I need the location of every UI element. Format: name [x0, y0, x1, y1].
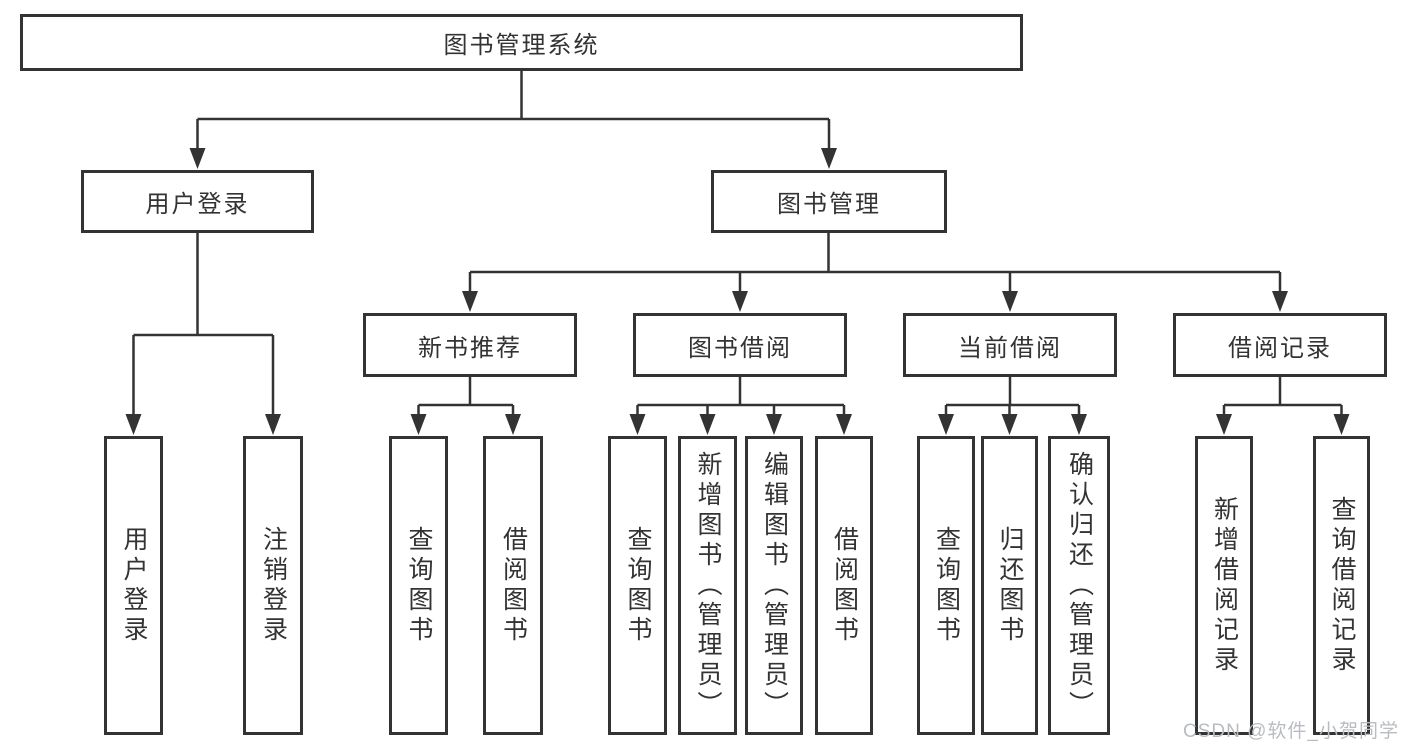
leaf-label: 查询借阅记录	[1328, 495, 1356, 676]
connector-lines	[132, 71, 1343, 418]
leaf-logout: 注销登录	[243, 436, 303, 735]
arrowheads	[125, 148, 1350, 435]
node-borrow-records: 借阅记录	[1173, 313, 1387, 377]
leaf-add-borrow-record: 新增借阅记录	[1195, 436, 1253, 735]
csdn-watermark: CSDN @软件_小贺同学	[1183, 721, 1399, 742]
leaf-label: 查询图书	[405, 525, 433, 646]
node-label: 借阅记录	[1228, 334, 1332, 362]
node-new-book-recommend: 新书推荐	[363, 313, 577, 377]
leaf-label: 查询图书	[932, 525, 961, 646]
leaf-label: 确认归还（管理员）	[1065, 450, 1094, 721]
leaf-label: 新增图书（管理员）	[694, 450, 722, 721]
leaf-label: 注销登录	[259, 525, 288, 646]
leaf-borrow-books: 借阅图书	[815, 436, 873, 735]
node-label: 用户登录	[145, 191, 250, 218]
leaf-confirm-return-admin: 确认归还（管理员）	[1048, 436, 1110, 735]
leaf-label: 新增借阅记录	[1210, 495, 1239, 676]
node-book-borrow: 图书借阅	[633, 313, 847, 377]
node-label: 图书管理系统	[443, 32, 600, 59]
node-label: 图书管理	[777, 191, 881, 218]
leaf-query-borrow-record: 查询借阅记录	[1313, 436, 1370, 735]
node-label: 图书借阅	[688, 334, 792, 362]
leaf-query-books-recommend: 查询图书	[389, 436, 448, 735]
node-book-management: 图书管理	[711, 170, 947, 233]
node-root-library-system: 图书管理系统	[20, 14, 1023, 71]
leaf-label: 用户登录	[120, 525, 148, 646]
leaf-return-books: 归还图书	[981, 436, 1038, 735]
leaf-borrow-books-recommend: 借阅图书	[483, 436, 543, 735]
leaf-query-books-current: 查询图书	[917, 436, 975, 735]
node-label: 当前借阅	[958, 334, 1062, 362]
leaf-query-books-borrow: 查询图书	[608, 436, 667, 735]
node-current-borrow: 当前借阅	[903, 313, 1117, 377]
leaf-label: 编辑图书（管理员）	[760, 450, 789, 721]
leaf-user-login: 用户登录	[104, 436, 163, 735]
leaf-label: 归还图书	[996, 525, 1024, 646]
leaf-edit-books-admin: 编辑图书（管理员）	[745, 436, 803, 735]
leaf-label: 查询图书	[624, 525, 652, 646]
node-label: 新书推荐	[418, 334, 522, 362]
leaf-label: 借阅图书	[499, 525, 528, 646]
leaf-add-books-admin: 新增图书（管理员）	[678, 436, 737, 735]
node-user-login: 用户登录	[81, 170, 314, 233]
leaf-label: 借阅图书	[830, 525, 859, 646]
